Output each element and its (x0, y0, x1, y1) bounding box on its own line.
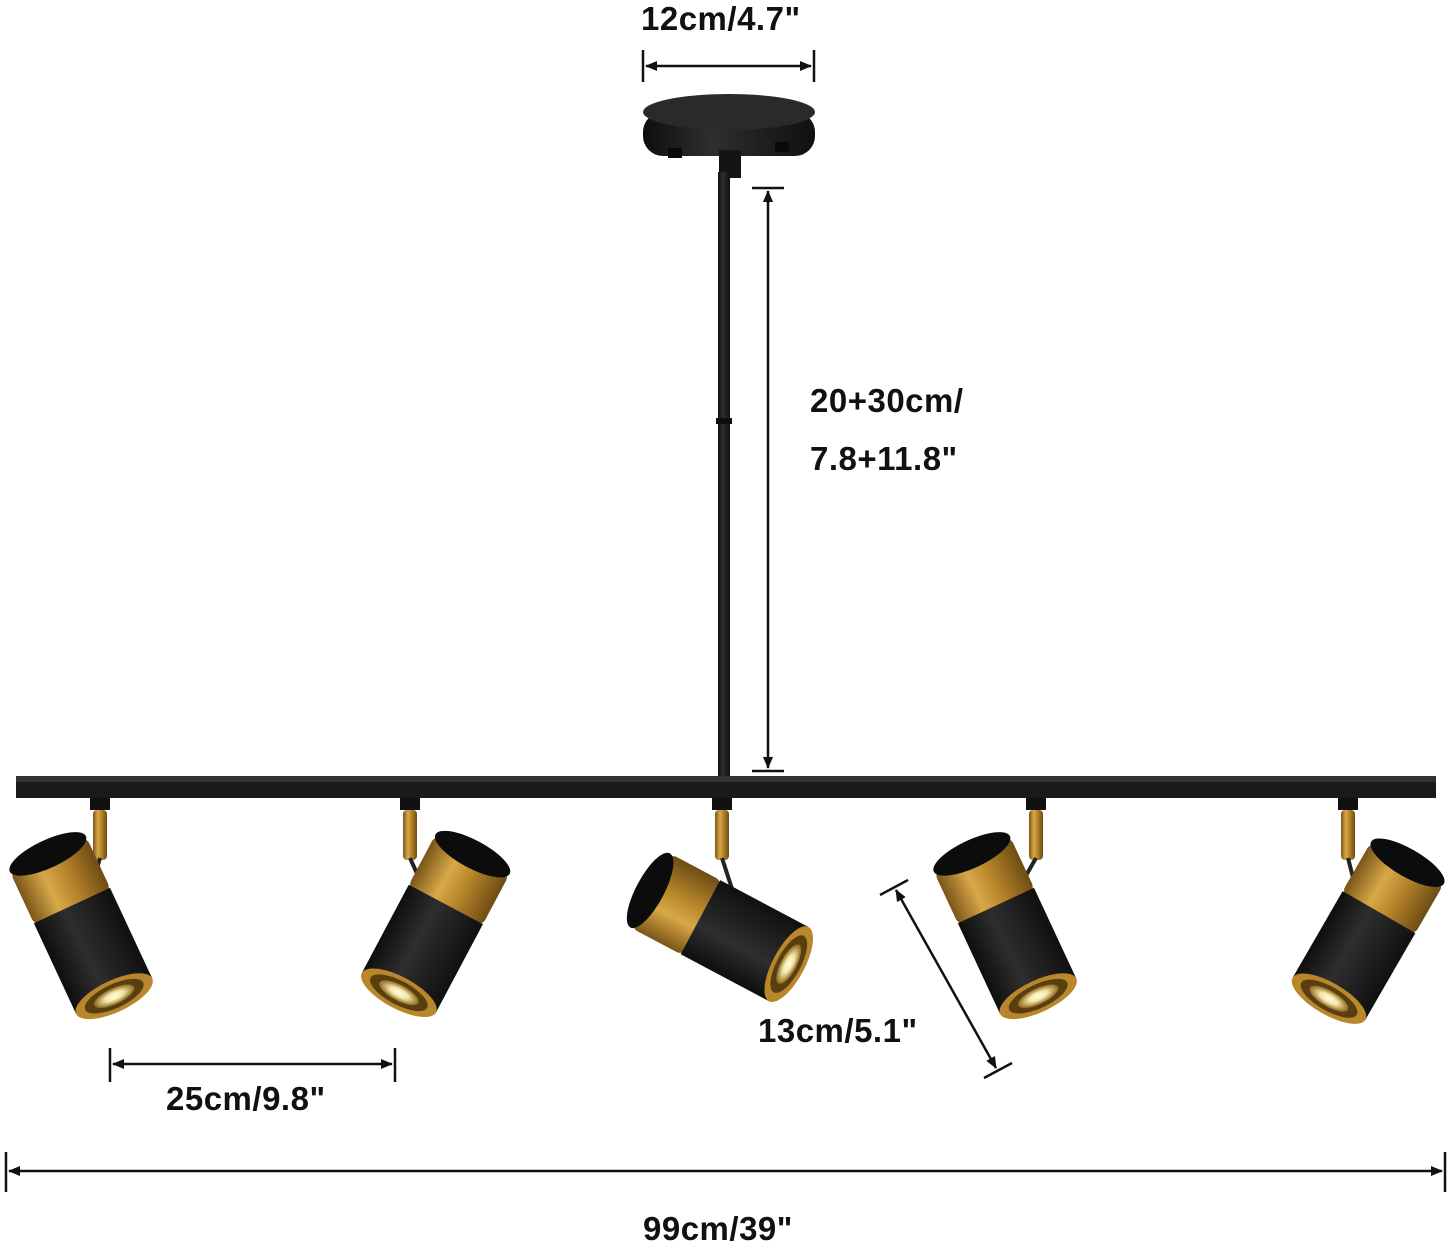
shade (626, 852, 813, 1002)
rod-length-label-line2: 7.8+11.8" (810, 440, 958, 477)
rod-length-label-line1: 20+30cm/ (810, 382, 964, 419)
brass-stem (1341, 810, 1355, 860)
ceiling-canopy (643, 94, 815, 178)
total-width-label: 99cm/39" (643, 1210, 793, 1247)
brass-band (633, 856, 720, 953)
brass-band (410, 837, 507, 924)
shade (9, 832, 153, 1020)
dimension-lines (4, 50, 1447, 1192)
shade (933, 832, 1077, 1020)
mount-cap (712, 798, 732, 810)
mount-cap (1338, 798, 1358, 810)
lamp-spacing-label: 25cm/9.8" (166, 1080, 326, 1117)
spotlights (9, 798, 1445, 1024)
shade (361, 830, 511, 1017)
shade-back-cap (933, 832, 1011, 876)
bulb-glow (93, 984, 135, 1008)
brass-stem (715, 810, 729, 860)
shade-back-cap (626, 852, 674, 929)
bulb-glow (1017, 984, 1059, 1008)
brass-band (1344, 844, 1441, 933)
bulb-glow (379, 980, 419, 1006)
shade-back-cap (434, 830, 511, 878)
brass-stem (403, 810, 417, 860)
shade (1291, 838, 1445, 1024)
spotlight-4 (933, 798, 1077, 1020)
bulb-glow (776, 944, 802, 984)
brass-stem (93, 810, 107, 860)
spotlight-1 (9, 798, 153, 1020)
shade-back-cap (9, 832, 87, 876)
mount-cap (400, 798, 420, 810)
spotlight-2 (361, 798, 511, 1017)
mount-cap (90, 798, 110, 810)
spotlight-3 (626, 798, 813, 1002)
shade-length-label: 13cm/5.1" (758, 1012, 918, 1049)
spotlight-5 (1291, 798, 1445, 1024)
mount-cap (1026, 798, 1046, 810)
down-rod (716, 172, 732, 782)
shade-back-cap (1370, 838, 1445, 887)
brass-stem (1029, 810, 1043, 860)
canopy-width-label: 12cm/4.7" (641, 0, 801, 37)
bulb-glow (1309, 985, 1349, 1012)
horizontal-bar (16, 776, 1436, 798)
